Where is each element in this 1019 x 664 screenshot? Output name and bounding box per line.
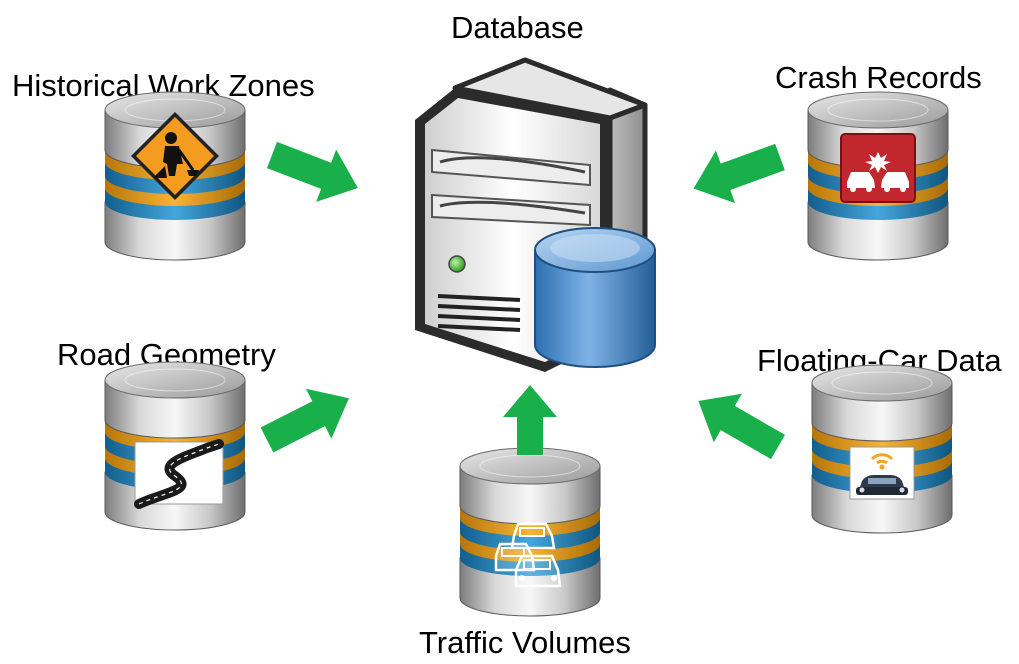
crash-records-database-icon — [807, 91, 949, 261]
traffic-cars-icon — [494, 522, 562, 588]
road-geometry-database-icon — [104, 361, 246, 531]
winding-road-icon — [134, 439, 224, 509]
floating-car-data-database-icon — [811, 364, 953, 534]
arrow-historical-work-zones-to-database — [261, 128, 368, 215]
database-cylinder-icon — [534, 227, 656, 368]
work-zone-sign-icon — [131, 112, 219, 200]
arrow-floating-car-data-to-database — [684, 376, 792, 472]
arrow-crash-records-to-database — [683, 130, 790, 215]
traffic-volumes-label: Traffic Volumes — [419, 625, 631, 660]
historical-work-zones-database-icon — [104, 91, 246, 261]
arrow-traffic-volumes-to-database — [503, 385, 557, 455]
connected-car-icon — [849, 446, 915, 500]
car-crash-icon — [840, 133, 916, 203]
arrow-road-geometry-to-database — [254, 373, 362, 465]
crash-records-label: Crash Records — [775, 60, 982, 95]
traffic-volumes-database-icon — [459, 447, 601, 617]
database-label: Database — [451, 10, 584, 45]
